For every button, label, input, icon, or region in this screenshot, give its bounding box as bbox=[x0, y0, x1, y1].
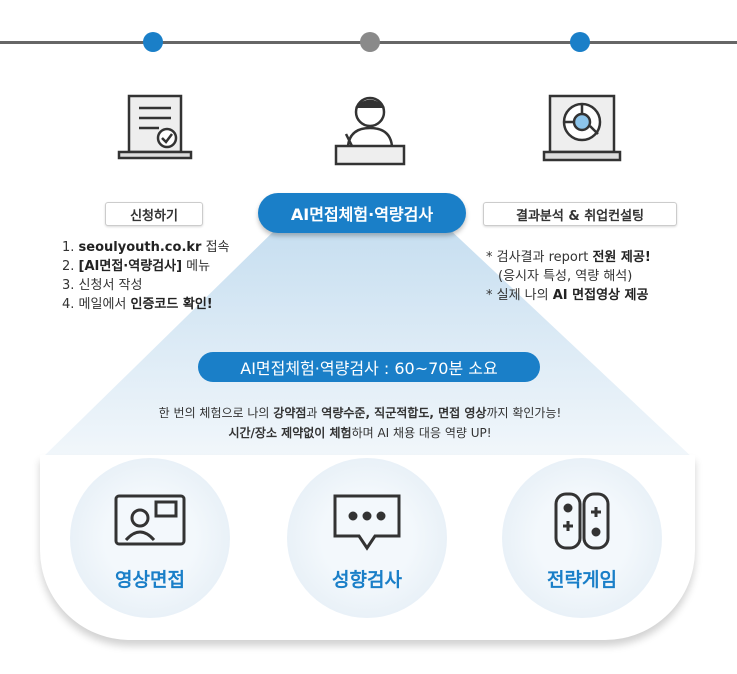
description-line-1: 한 번의 체험으로 나의 강약점과 역량수준, 직군적합도, 면접 영상까지 확… bbox=[158, 406, 562, 420]
document-check-icon bbox=[117, 94, 193, 160]
timeline-dot-2 bbox=[360, 32, 380, 52]
list-item: 1. seoulyouth.co.kr 접속 bbox=[62, 240, 230, 255]
feature-circle-personality bbox=[287, 458, 447, 618]
result-info-list: * 검사결과 report 전원 제공! (응시자 특성, 역량 해석) * 실… bbox=[486, 250, 651, 303]
description-line-2: 시간/장소 제약없이 체험하며 AI 채용 대응 역량 UP! bbox=[228, 426, 492, 440]
step-main-button[interactable]: AI면접체험·역량검사 bbox=[258, 193, 466, 233]
list-item: 3. 신청서 작성 bbox=[62, 278, 143, 293]
duration-banner: AI면접체험·역량검사 : 60~70분 소요 bbox=[198, 352, 540, 382]
list-item: 4. 메일에서 인증코드 확인! bbox=[62, 297, 213, 312]
chat-bubble-icon bbox=[333, 494, 401, 551]
feature-label-video: 영상면접 bbox=[115, 569, 185, 591]
apply-steps-list: 1. seoulyouth.co.kr 접속 2. [AI면접·역량검사] 메뉴… bbox=[62, 238, 230, 314]
feature-circle-game bbox=[502, 458, 662, 618]
timeline-dot-1 bbox=[143, 32, 163, 52]
list-item: 2. [AI면접·역량검사] 메뉴 bbox=[62, 259, 211, 274]
analysis-chart-icon bbox=[542, 94, 622, 162]
interviewer-podium-icon bbox=[334, 96, 406, 166]
game-controller-icon bbox=[554, 492, 610, 550]
step-tag-apply: 신청하기 bbox=[105, 202, 203, 226]
timeline-dot-3 bbox=[570, 32, 590, 52]
feature-label-personality: 성향검사 bbox=[332, 569, 402, 591]
feature-label-game: 전략게임 bbox=[547, 569, 617, 591]
video-interview-icon bbox=[114, 494, 186, 546]
step-tag-result: 결과분석 & 취업컨설팅 bbox=[483, 202, 677, 226]
